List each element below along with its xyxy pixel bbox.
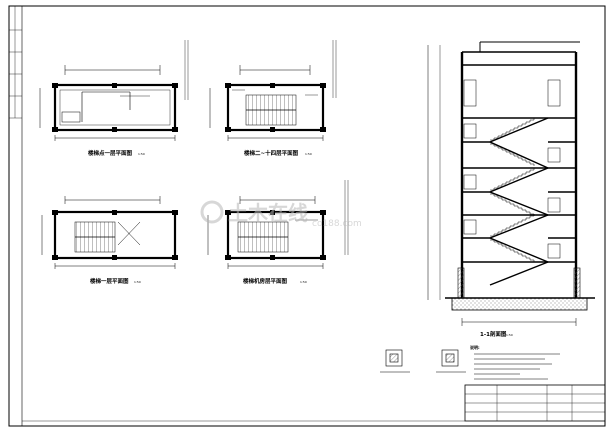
section-drawing bbox=[427, 41, 580, 300]
section-windows bbox=[463, 79, 561, 259]
plan-side-notes bbox=[184, 40, 349, 255]
plan-2-scale: 1:50 bbox=[305, 152, 312, 156]
section-scale: 1:50 bbox=[506, 333, 513, 337]
plan-4-scale: 1:50 bbox=[300, 280, 307, 284]
plan-1-scale: 1:50 bbox=[138, 152, 145, 156]
plan-3-columns bbox=[52, 210, 178, 260]
section-stair-steps bbox=[490, 118, 535, 262]
section-stair-flights bbox=[489, 117, 549, 286]
plan-2-drawing bbox=[209, 65, 325, 141]
sheet-border bbox=[8, 5, 606, 427]
plan-4-title: 楼梯机房层平面图 bbox=[243, 277, 288, 285]
watermark-url: co188.com bbox=[312, 219, 362, 229]
plan-3-drawing bbox=[41, 196, 177, 269]
watermark-text: 土木在线 bbox=[228, 201, 308, 225]
notes-heading: 说明: bbox=[470, 344, 480, 350]
plan-4-columns bbox=[225, 210, 326, 260]
plan-2-columns bbox=[225, 83, 326, 132]
section-foundation bbox=[451, 297, 588, 311]
left-title-strip bbox=[9, 6, 22, 119]
plan-1-drawing bbox=[39, 65, 177, 141]
plan-2-title: 楼梯二~十四层平面图 bbox=[244, 149, 299, 157]
plan-1-title: 楼梯点一层平面图 bbox=[88, 149, 133, 157]
plan-4-drawing bbox=[207, 196, 325, 269]
section-details bbox=[380, 349, 466, 373]
plan-3-title: 楼梯一层平面图 bbox=[90, 277, 129, 285]
section-title: 1-1剖面图 bbox=[480, 330, 507, 338]
title-block bbox=[464, 384, 606, 422]
notes-lines bbox=[474, 353, 560, 380]
plan-3-scale: 1:50 bbox=[134, 280, 141, 284]
watermark: 土木在线 co188.com bbox=[200, 200, 362, 229]
plan-1-columns bbox=[52, 83, 178, 132]
